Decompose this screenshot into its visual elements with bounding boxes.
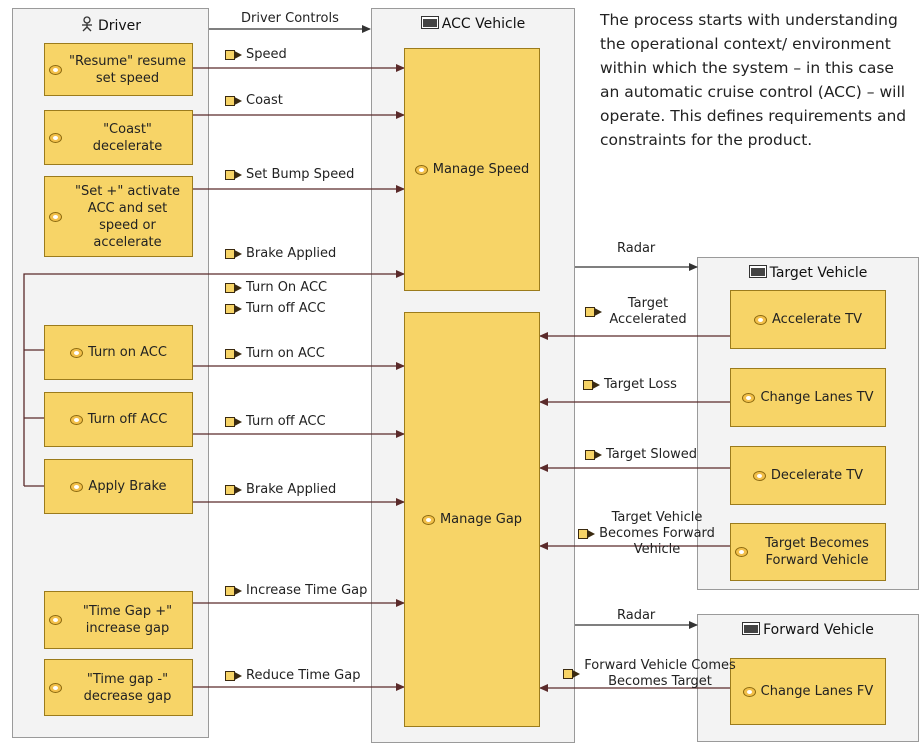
- signal-icon: [225, 586, 242, 596]
- operation-icon: [49, 132, 62, 143]
- operation-icon: [49, 211, 62, 222]
- label-driver-controls: Driver Controls: [241, 11, 339, 26]
- label-turn-off-acc: Turn off ACC: [225, 414, 326, 430]
- label-forward-becomes-target: Forward Vehicle Comes Becomes Target: [563, 658, 736, 690]
- box-turn-on-acc[interactable]: Turn on ACC: [44, 325, 193, 380]
- box-time-gap-plus[interactable]: "Time Gap +" increase gap: [44, 591, 193, 649]
- label-target-loss: Target Loss: [583, 377, 677, 393]
- block-icon: [742, 622, 761, 635]
- forward-lane-title: Forward Vehicle: [698, 622, 918, 638]
- operation-icon: [754, 314, 768, 325]
- target-lane-title: Target Vehicle: [698, 265, 918, 281]
- label-coast: Coast: [225, 93, 283, 109]
- box-coast[interactable]: "Coast" decelerate: [44, 110, 193, 165]
- operation-icon: [49, 615, 62, 625]
- box-time-gap-minus[interactable]: "Time gap -" decrease gap: [44, 659, 193, 716]
- operation-icon: [70, 481, 84, 492]
- label-brake-applied-gap: Brake Applied: [225, 482, 336, 498]
- driver-lane-title: Driver: [13, 16, 208, 34]
- acc-lane-title: ACC Vehicle: [372, 16, 574, 32]
- signal-icon: [563, 669, 580, 679]
- box-turn-off-acc[interactable]: Turn off ACC: [44, 392, 193, 447]
- label-target-slowed: Target Slowed: [585, 447, 697, 463]
- signal-icon: [225, 96, 242, 106]
- box-decelerate-tv[interactable]: Decelerate TV: [730, 446, 886, 505]
- box-set-plus[interactable]: "Set +" activate ACC and set speed or ac…: [44, 176, 193, 257]
- box-change-lanes-tv[interactable]: Change Lanes TV: [730, 368, 886, 427]
- box-manage-speed[interactable]: Manage Speed: [404, 48, 540, 291]
- signal-icon: [225, 417, 242, 427]
- signal-icon: [225, 349, 242, 359]
- label-radar-forward: Radar: [617, 608, 656, 623]
- signal-icon: [225, 283, 242, 293]
- box-manage-gap[interactable]: Manage Gap: [404, 312, 540, 727]
- label-target-becomes-forward: Target Vehicle Becomes Forward Vehicle: [578, 510, 715, 558]
- operation-icon: [49, 64, 62, 75]
- signal-icon: [225, 304, 242, 314]
- label-turn-on-acc-top: Turn On ACC: [225, 280, 327, 296]
- label-set-bump-speed: Set Bump Speed: [225, 167, 354, 183]
- box-change-lanes-fv[interactable]: Change Lanes FV: [730, 658, 886, 725]
- signal-icon: [578, 529, 595, 539]
- operation-icon: [421, 514, 435, 525]
- label-reduce-time-gap: Reduce Time Gap: [225, 668, 360, 684]
- block-icon: [420, 16, 439, 29]
- signal-icon: [225, 485, 242, 495]
- signal-icon: [225, 671, 242, 681]
- label-speed: Speed: [225, 47, 287, 63]
- signal-icon: [225, 170, 242, 180]
- label-target-accelerated: Target Accelerated: [585, 296, 690, 328]
- label-turn-off-acc-top: Turn off ACC: [225, 301, 326, 317]
- signal-icon: [225, 50, 242, 60]
- block-icon: [748, 265, 767, 278]
- signal-icon: [583, 380, 600, 390]
- box-target-becomes-forward[interactable]: Target Becomes Forward Vehicle: [730, 523, 886, 581]
- operation-icon: [735, 547, 748, 557]
- signal-icon: [585, 450, 602, 460]
- edge-brake-applied-speed: [23, 270, 405, 486]
- box-apply-brake[interactable]: Apply Brake: [44, 459, 193, 514]
- label-increase-time-gap: Increase Time Gap: [225, 583, 367, 599]
- description-text: The process starts with understanding th…: [600, 11, 907, 149]
- signal-icon: [585, 307, 602, 317]
- box-resume[interactable]: "Resume" resume set speed: [44, 43, 193, 96]
- operation-icon: [742, 686, 756, 697]
- box-accelerate-tv[interactable]: Accelerate TV: [730, 290, 886, 349]
- label-brake-applied-speed: Brake Applied: [225, 246, 336, 262]
- signal-icon: [225, 249, 242, 259]
- operation-icon: [742, 392, 756, 403]
- person-icon: [81, 16, 92, 32]
- operation-icon: [752, 470, 766, 481]
- label-turn-on-acc: Turn on ACC: [225, 346, 325, 362]
- label-radar-target: Radar: [617, 241, 656, 256]
- operation-icon: [414, 164, 428, 175]
- operation-icon: [49, 682, 62, 693]
- operation-icon: [70, 347, 84, 358]
- operation-icon: [69, 414, 83, 425]
